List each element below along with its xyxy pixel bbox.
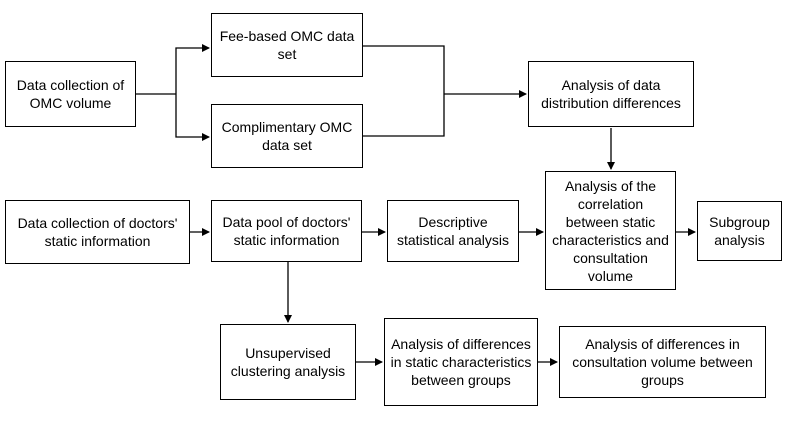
box-complimentary-label: Complimentary OMC data set (221, 119, 353, 153)
arrow-to-fee-based (175, 44, 210, 94)
box-volume-differences-label: Analysis of differences in consultation … (572, 336, 753, 388)
box-complimentary-dataset: Complimentary OMC data set (211, 104, 363, 168)
box-subgroup-label: Subgroup analysis (709, 214, 770, 248)
box-distribution-label: Analysis of data distribution difference… (541, 77, 681, 111)
box-correlation-analysis: Analysis of the correlation between stat… (545, 171, 676, 290)
box-fee-based-dataset: Fee-based OMC data set (211, 13, 363, 77)
box-clustering-label: Unsupervised clustering analysis (230, 345, 346, 379)
box-fee-based-label: Fee-based OMC data set (219, 28, 355, 62)
connector-comp-merge (363, 94, 445, 137)
box-static-differences-label: Analysis of differences in static charac… (390, 336, 532, 388)
box-omc-collection-label: Data collection of OMC volume (16, 77, 125, 111)
box-doctor-collection: Data collection of doctors' static infor… (5, 200, 190, 264)
arrow-to-complimentary (175, 94, 210, 141)
box-volume-differences: Analysis of differences in consultation … (559, 326, 766, 398)
box-data-pool: Data pool of doctors' static information (211, 200, 362, 262)
box-descriptive-label: Descriptive statistical analysis (396, 214, 510, 248)
box-doctor-collection-label: Data collection of doctors' static infor… (17, 215, 178, 249)
box-correlation-label: Analysis of the correlation between stat… (552, 177, 669, 284)
box-distribution-analysis: Analysis of data distribution difference… (528, 61, 694, 127)
box-omc-collection: Data collection of OMC volume (5, 61, 136, 127)
box-data-pool-label: Data pool of doctors' static information (222, 214, 351, 248)
box-static-differences: Analysis of differences in static charac… (384, 318, 538, 406)
box-subgroup-analysis: Subgroup analysis (697, 201, 782, 261)
box-clustering-analysis: Unsupervised clustering analysis (220, 324, 356, 400)
box-descriptive-analysis: Descriptive statistical analysis (387, 200, 519, 262)
connector-fee-merge (363, 45, 445, 94)
